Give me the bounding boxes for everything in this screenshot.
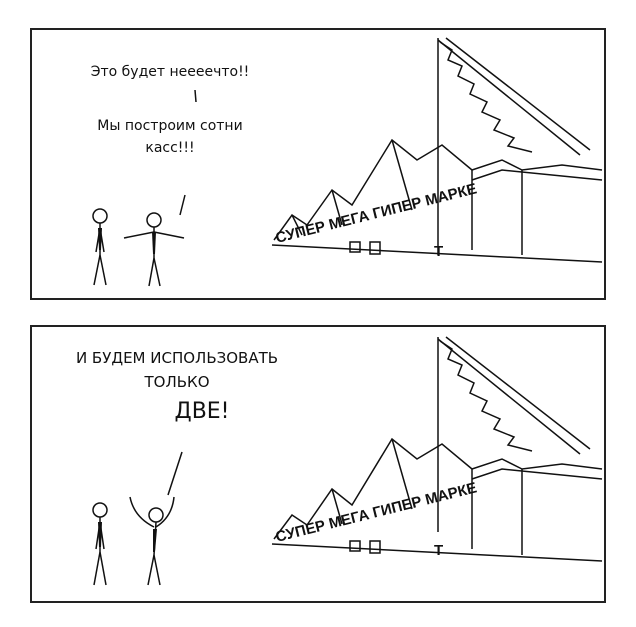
- speech-line-1: Это будет неееечто!!: [90, 64, 250, 80]
- panel-2-drawing: СУПЕР МЕГА ГИПЕР МАРКЕ Т: [92, 336, 603, 586]
- store-sign: СУПЕР МЕГА ГИПЕР МАРКЕ: [274, 180, 479, 247]
- panel-1-drawing: СУПЕР МЕГА ГИПЕР МАРКЕ Т: [92, 37, 603, 287]
- speech-line-3: касс!!!: [145, 140, 195, 156]
- speech-line-1: И БУДЕМ ИСПОЛЬЗОВАТЬ: [75, 349, 279, 367]
- stick-figure-right-arms-raised: [129, 496, 175, 586]
- comic-panel-2: СУПЕР МЕГА ГИПЕР МАРКЕ Т И БУДЕМ ИСПОЛЬЗ…: [30, 325, 606, 603]
- speech-line-3: ДВЕ!: [174, 399, 230, 424]
- speech-line-2: Мы построим сотни: [97, 118, 243, 134]
- comic-panel-1: СУПЕР МЕГА ГИПЕР МАРКЕ Т Это будет нееее…: [30, 28, 606, 300]
- speech-line-2: ТОЛЬКО: [144, 373, 210, 391]
- store-sign: СУПЕР МЕГА ГИПЕР МАРКЕ: [274, 479, 479, 546]
- fallen-sign-letter: Т: [434, 243, 443, 260]
- fallen-sign-letter: Т: [434, 542, 443, 559]
